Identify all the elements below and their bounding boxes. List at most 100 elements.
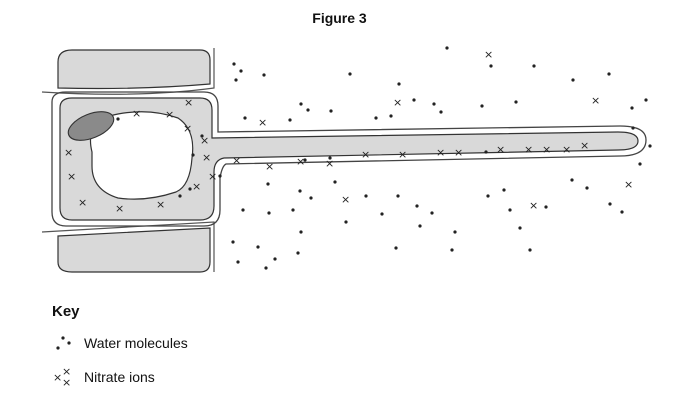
water-molecule-dot <box>348 72 352 76</box>
root-hair-cell-diagram: ××××××××××××××××××××××××××××××××× <box>41 46 652 273</box>
water-molecule-dot <box>489 64 493 68</box>
water-molecule-dot <box>630 106 634 110</box>
water-molecule-dot <box>430 211 434 215</box>
nitrate-ion-cross: × <box>591 94 600 107</box>
water-molecule-dot <box>262 73 266 77</box>
water-molecule-dot <box>518 226 522 230</box>
nitrate-ion-cross: × <box>165 108 174 121</box>
nitrate-ion-cross: × <box>258 116 267 129</box>
nitrate-ion-cross: × <box>64 146 73 159</box>
water-molecule-dot <box>396 194 400 198</box>
water-molecule-dot <box>394 246 398 250</box>
water-molecule-dot <box>188 187 192 191</box>
water-molecule-dot <box>432 102 436 106</box>
nitrate-ion-cross: × <box>296 155 305 168</box>
key-title: Key <box>52 303 80 320</box>
water-molecule-dot <box>298 189 302 193</box>
water-molecule-dot <box>585 186 589 190</box>
nitrate-ion-cross: × <box>325 157 334 170</box>
water-molecule-dot <box>256 245 260 249</box>
nitrate-ion-cross: × <box>115 202 124 215</box>
water-molecule-dot <box>303 158 307 162</box>
nitrate-ion-cross: × <box>529 199 538 212</box>
water-molecule-dot <box>239 69 243 73</box>
water-molecule-dot <box>445 46 449 50</box>
nitrate-ion-cross: × <box>524 143 533 156</box>
water-molecule-dot <box>508 208 512 212</box>
water-molecule-dot <box>299 230 303 234</box>
water-molecule-dot <box>397 82 401 86</box>
water-molecule-dot <box>514 100 518 104</box>
nitrate-ion-cross: × <box>156 198 165 211</box>
nitrate-ion-cross: × <box>398 148 407 161</box>
nitrate-ion-cross: × <box>484 48 493 61</box>
nitrate-ion-cross: × <box>67 170 76 183</box>
water-molecule-dot <box>218 174 222 178</box>
water-molecule-dot <box>243 116 247 120</box>
neighbour-cell-top <box>57 49 211 90</box>
nitrate-ion-cross: × <box>183 122 192 135</box>
water-molecule-dot <box>266 182 270 186</box>
water-molecule-dot <box>116 117 120 121</box>
water-molecule-dot <box>648 144 652 148</box>
water-molecule-dot <box>644 98 648 102</box>
nitrate-ion-cross: × <box>208 170 217 183</box>
nitrate-ion-cross: × <box>624 178 633 191</box>
nitrate-ion-cross: × <box>580 139 589 152</box>
nitrate-ion-cross: × <box>341 193 350 206</box>
water-molecule-dot <box>364 194 368 198</box>
key-label-water: Water molecules <box>84 335 188 351</box>
water-molecule-dot <box>607 72 611 76</box>
water-molecule-dot <box>608 202 612 206</box>
water-molecule-dot <box>328 156 332 160</box>
water-molecule-dot <box>380 212 384 216</box>
molecule-marks: ××××××××××××××××××××××××××××××××× <box>64 46 652 270</box>
nitrate-ion-cross: × <box>562 143 571 156</box>
water-molecule-dot <box>267 211 271 215</box>
water-molecule-dot <box>309 196 313 200</box>
water-molecule-dot <box>273 257 277 261</box>
nitrate-ion-cross: × <box>361 148 370 161</box>
water-molecule-dot <box>418 224 422 228</box>
water-molecule-dot <box>532 64 536 68</box>
nitrate-ion-cross: × <box>202 151 211 164</box>
cell-wall-top <box>41 48 215 95</box>
nitrate-ion-cross: × <box>496 143 505 156</box>
nitrate-ion-cross: × <box>192 180 201 193</box>
svg-text:×: × <box>62 376 71 388</box>
water-molecule-dot <box>631 126 635 130</box>
vacuole <box>90 111 194 200</box>
water-molecule-dot <box>236 260 240 264</box>
nitrate-ion-cross: × <box>393 96 402 109</box>
water-molecule-dot <box>232 62 236 66</box>
water-molecule-dot <box>453 230 457 234</box>
water-molecule-dot <box>333 180 337 184</box>
water-molecule-dot <box>291 208 295 212</box>
water-molecule-dot <box>439 110 443 114</box>
water-molecule-dot <box>480 104 484 108</box>
water-molecule-dot <box>296 251 300 255</box>
water-molecule-dot <box>306 108 310 112</box>
nitrate-ion-cross: × <box>184 96 193 109</box>
water-molecule-dot <box>234 78 238 82</box>
root-hair-cell-wall <box>51 91 647 227</box>
water-molecule-symbol <box>52 332 82 354</box>
water-molecule-dot <box>620 210 624 214</box>
svg-text:×: × <box>62 366 71 378</box>
nitrate-ion-cross: × <box>454 146 463 159</box>
nitrate-ion-cross: × <box>232 154 241 167</box>
nitrate-ion-cross: × <box>265 160 274 173</box>
nitrate-ion-cross: × <box>132 107 141 120</box>
water-molecule-dot <box>412 98 416 102</box>
water-molecule-dot <box>178 194 182 198</box>
nucleus <box>67 111 115 141</box>
key-label-nitrate: Nitrate ions <box>84 369 155 385</box>
water-molecule-dot <box>329 109 333 113</box>
water-molecule-dot <box>231 240 235 244</box>
nitrate-ion-cross: × <box>436 146 445 159</box>
water-molecule-dot <box>374 116 378 120</box>
water-molecule-dot <box>389 114 393 118</box>
water-molecule-dot <box>415 204 419 208</box>
nitrate-ion-cross: × <box>200 134 209 147</box>
water-molecule-dot <box>191 153 195 157</box>
